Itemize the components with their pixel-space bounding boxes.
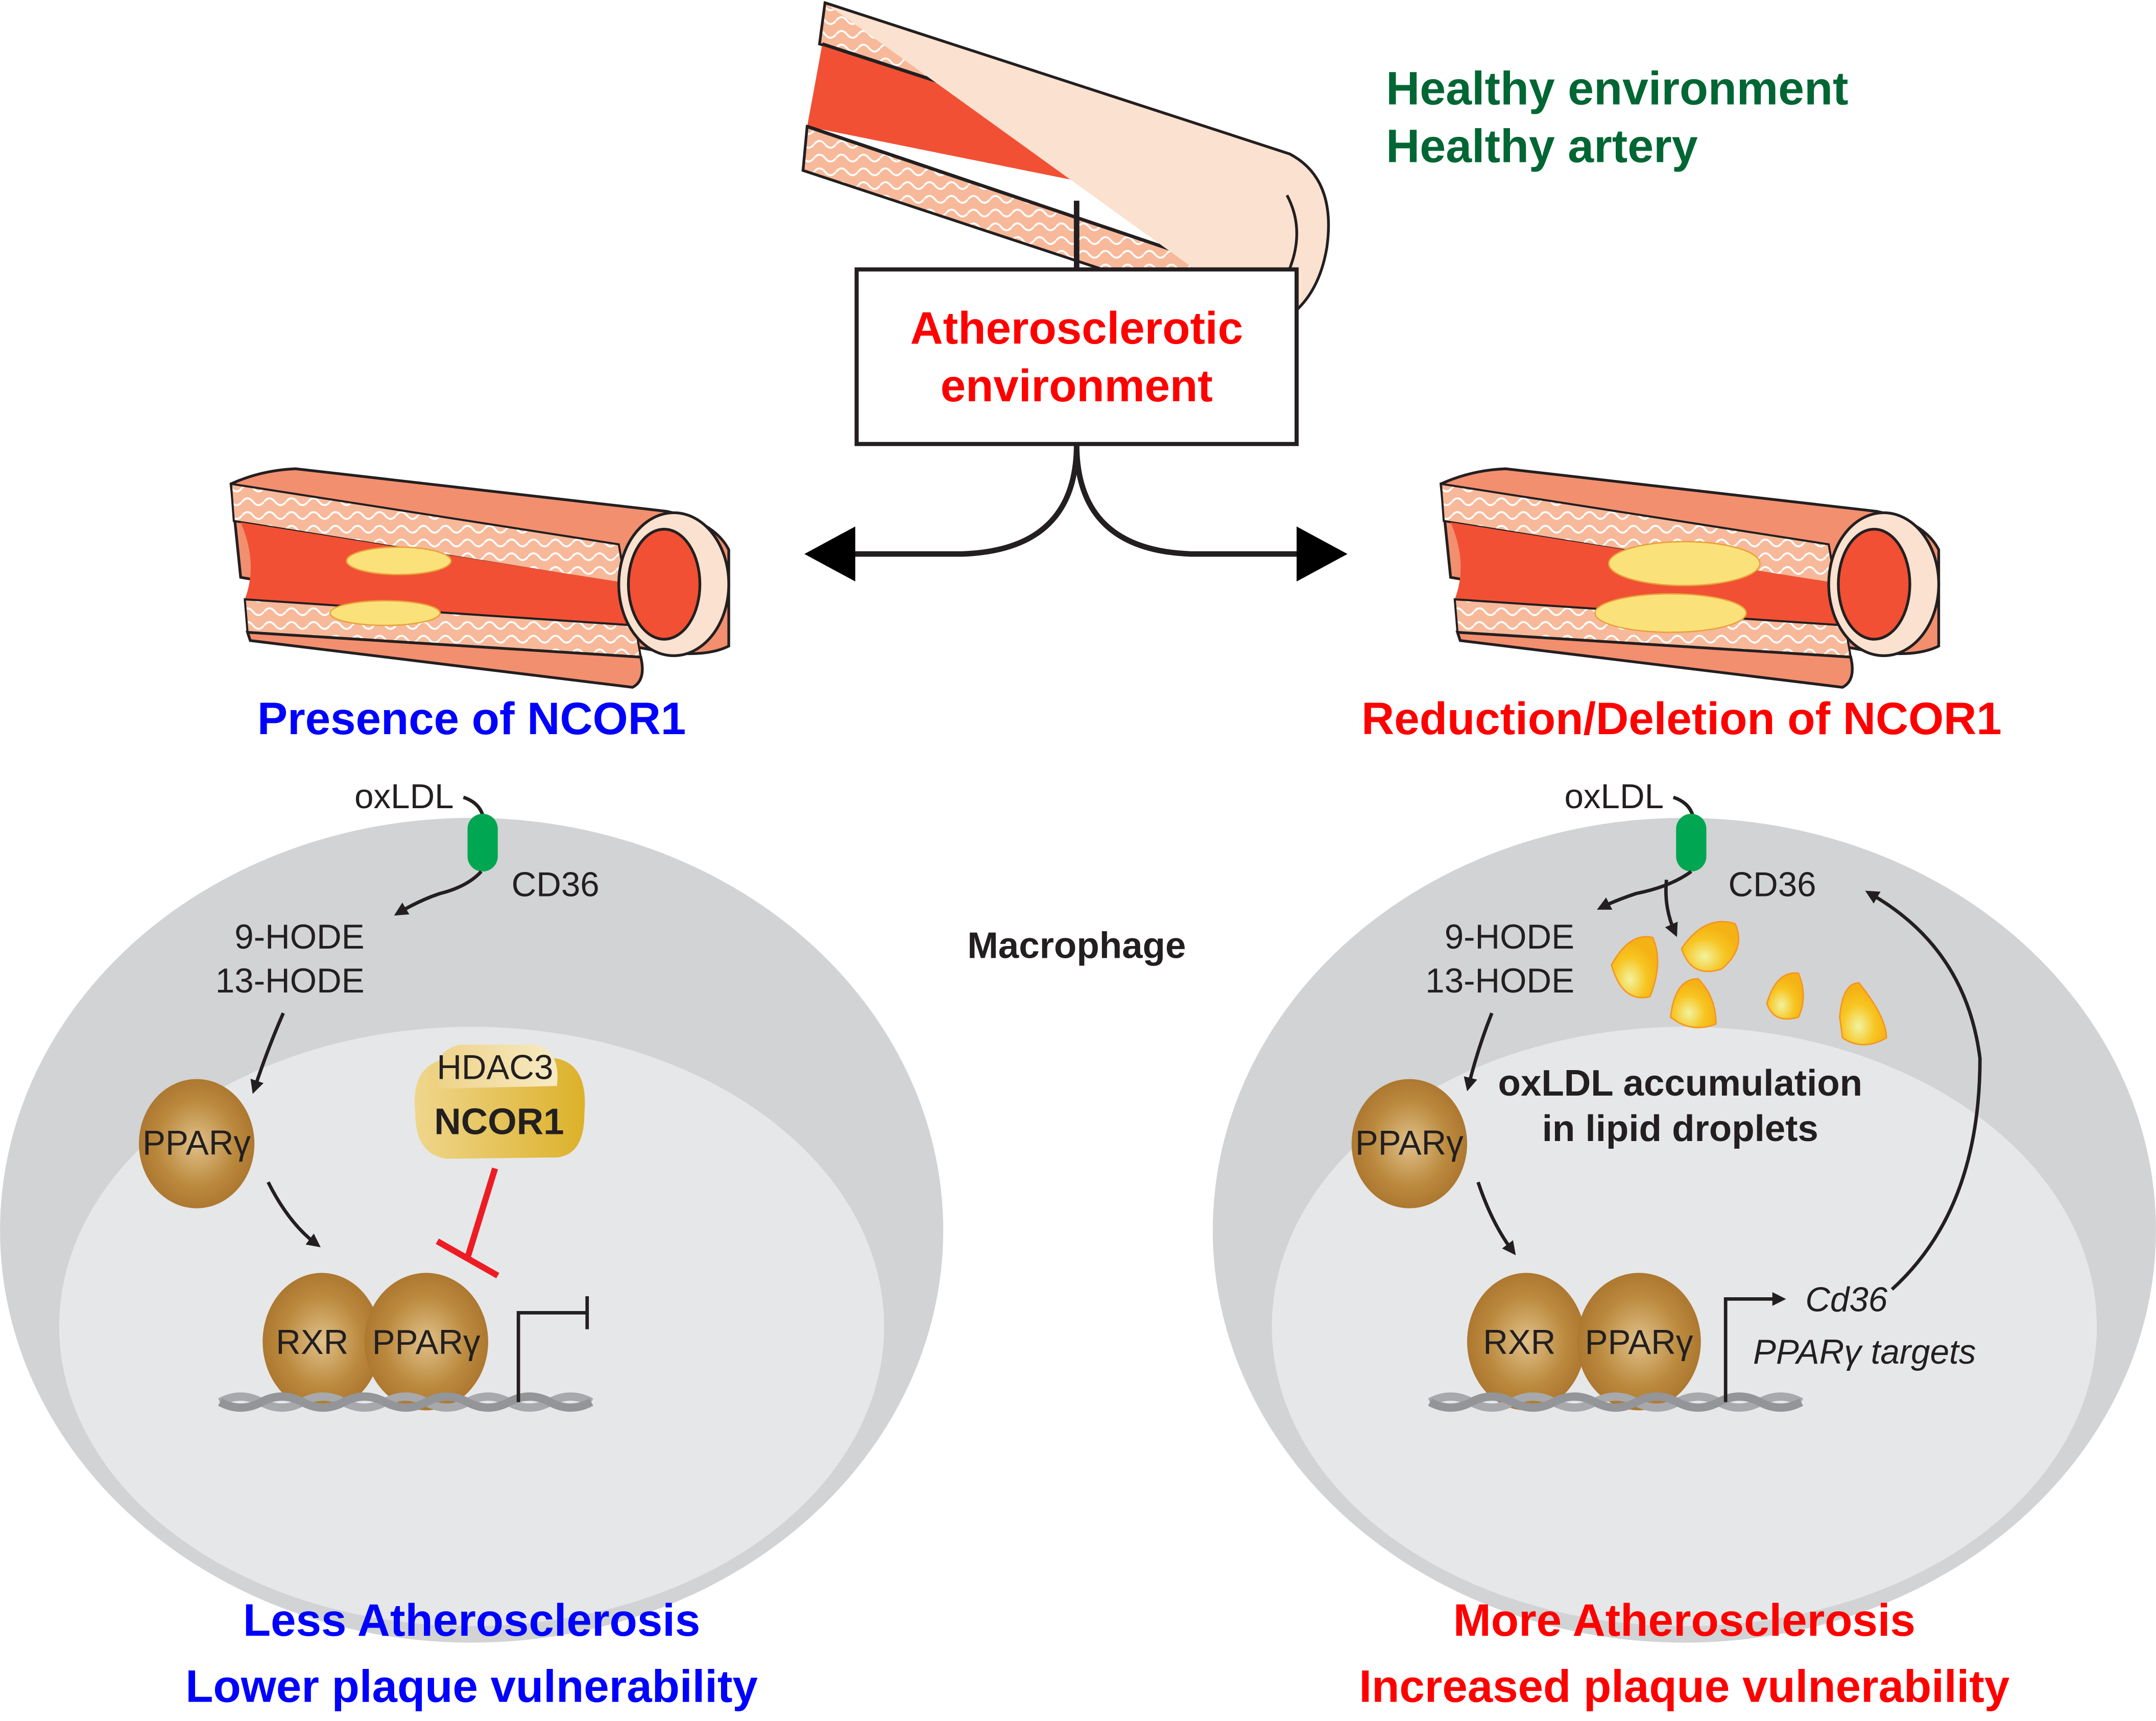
lipid-droplet-icon <box>1766 972 1804 1020</box>
left-ppar-gamma-protein <box>139 1079 255 1208</box>
right-13-hode-label: 13-HODE <box>1425 962 1574 1000</box>
atherosclerotic-environment-box: Atherosclerotic environment <box>854 267 1299 446</box>
left-outcome-line1: Less Atherosclerosis <box>243 1595 700 1645</box>
left-macrophage: oxLDL CD36 9-HODE 13-HODE PPARγ RXR PPAR… <box>0 778 944 1643</box>
right-artery-illustration <box>1439 467 1941 689</box>
ncor1-inhibition-icon <box>436 1167 499 1278</box>
feedback-arrow-icon <box>1865 890 1982 1291</box>
left-rxr-protein <box>262 1273 381 1411</box>
reduction-title: Reduction/Deletion of NCOR1 <box>1361 693 2002 744</box>
lipid-droplet-icon <box>1670 978 1717 1029</box>
right-ppar-dimer-label: PPARγ <box>1585 1323 1693 1362</box>
lipid-droplets <box>1611 920 1887 1046</box>
left-ppar-dimer-label: PPARγ <box>372 1323 481 1362</box>
accumulation-label-line2: in lipid droplets <box>1542 1108 1818 1149</box>
box-label-line2: environment <box>941 360 1213 411</box>
lipid-droplet-icon <box>1611 936 1659 999</box>
healthy-environment-label: Healthy environment <box>1386 63 1848 115</box>
left-blocked-transcription-icon <box>516 1296 589 1402</box>
left-oxldl-label: oxLDL <box>354 778 454 816</box>
left-ppar-dimer-protein <box>364 1273 488 1411</box>
active-transcription-icon <box>1723 1292 1786 1402</box>
right-9-hode-label: 9-HODE <box>1445 918 1574 956</box>
right-cd36-receptor-icon <box>1676 813 1707 872</box>
right-ppar-label: PPARγ <box>1355 1124 1464 1162</box>
right-cd36-label: CD36 <box>1729 866 1816 904</box>
accumulation-label-line1: oxLDL accumulation <box>1498 1062 1863 1104</box>
left-cd36-receptor-icon <box>467 813 498 872</box>
left-9-hode-label: 9-HODE <box>234 918 364 956</box>
right-outcome-line2: Increased plaque vulnerability <box>1359 1661 2009 1711</box>
branch-arrows <box>804 444 1348 581</box>
right-outcome-line1: More Atherosclerosis <box>1453 1595 1915 1645</box>
right-ppar-gamma-protein <box>1351 1079 1467 1208</box>
left-rxr-label: RXR <box>276 1323 348 1362</box>
right-dna-strand <box>1428 1392 1804 1412</box>
lipid-droplet-icon <box>1839 982 1887 1046</box>
box-label-line1: Atherosclerotic <box>910 303 1243 353</box>
right-rxr-label: RXR <box>1483 1323 1555 1362</box>
ncor1-label: NCOR1 <box>434 1101 564 1142</box>
right-macrophage: oxLDL CD36 9-HODE 13-HODE oxLDL accumula… <box>1212 778 2156 1643</box>
lipid-droplet-icon <box>1681 920 1739 973</box>
hdac3-label: HDAC3 <box>437 1049 553 1087</box>
macrophage-label: Macrophage <box>967 925 1186 966</box>
left-dna-strand <box>218 1392 593 1412</box>
left-arrow-head-icon <box>804 526 855 581</box>
right-oxldl-label: oxLDL <box>1564 778 1664 816</box>
right-ppar-dimer-protein <box>1577 1273 1701 1411</box>
cd36-gene-label: Cd36 <box>1805 1281 1887 1319</box>
presence-title: Presence of NCOR1 <box>257 693 686 744</box>
left-13-hode-label: 13-HODE <box>215 962 365 1000</box>
left-ppar-label: PPARγ <box>142 1124 251 1162</box>
healthy-artery-label: Healthy artery <box>1386 120 1698 173</box>
ncor1-complex: HDAC3 NCOR1 <box>414 1045 585 1159</box>
left-outcome-line2: Lower plaque vulnerability <box>185 1661 758 1711</box>
right-arrow-head-icon <box>1297 526 1348 581</box>
left-cd36-label: CD36 <box>512 866 600 904</box>
right-rxr-protein <box>1467 1273 1586 1411</box>
ppar-targets-label: PPARγ targets <box>1753 1333 1976 1371</box>
left-artery-illustration <box>229 467 730 689</box>
